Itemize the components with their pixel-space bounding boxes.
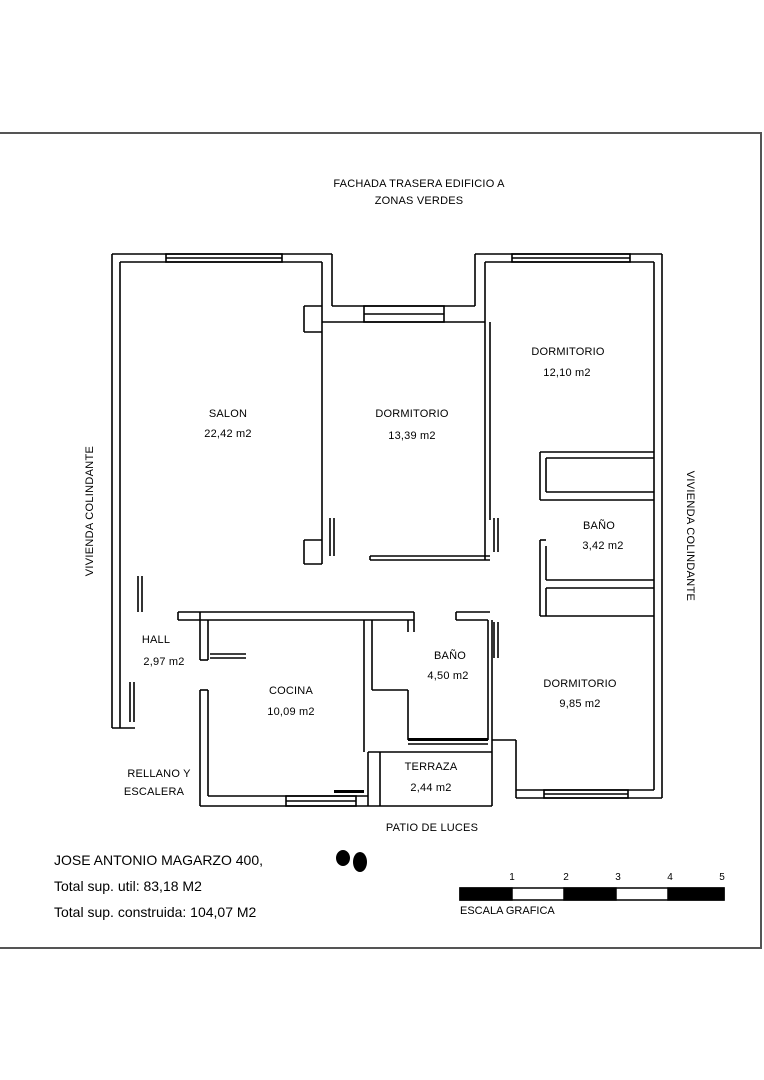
scale-tick-2: 2: [563, 872, 569, 883]
room-dormitorio-abajo-area: 9,85 m2: [559, 698, 601, 710]
owner-text: JOSE ANTONIO MAGARZO 400,: [54, 852, 264, 868]
scale-tick-1: 1: [509, 872, 515, 883]
room-cocina-name: COCINA: [269, 685, 313, 697]
room-dormitorio-centro-name: DORMITORIO: [375, 408, 449, 420]
built-area-text: Total sup. construida: 104,07 M2: [54, 904, 257, 920]
room-bano-derecha-area: 3,42 m2: [582, 540, 624, 552]
signature-mark: [336, 850, 367, 872]
drawing-frame: [0, 132, 762, 949]
room-terraza-name: TERRAZA: [404, 761, 458, 773]
room-cocina-area: 10,09 m2: [267, 706, 315, 718]
room-bano-centro-name: BAÑO: [434, 650, 466, 662]
landing-label-2: ESCALERA: [123, 786, 185, 798]
header-line-2: ZONAS VERDES: [374, 195, 464, 207]
scale-tick-3: 3: [615, 872, 621, 883]
room-bano-centro-area: 4,50 m2: [427, 670, 469, 682]
room-hall-area: 2,97 m2: [143, 656, 185, 668]
room-salon-name: SALON: [208, 408, 248, 420]
left-side-label: VIVIENDA COLINDANTE: [84, 445, 96, 577]
util-area-text: Total sup. util: 83,18 M2: [54, 878, 202, 894]
patio-label: PATIO DE LUCES: [385, 822, 479, 834]
scale-label: ESCALA GRAFICA: [460, 905, 555, 917]
room-dormitorio-centro-area: 13,39 m2: [388, 430, 436, 442]
room-dormitorio-derecha-name: DORMITORIO: [531, 346, 605, 358]
room-bano-derecha-name: BAÑO: [583, 520, 615, 532]
room-salon-area: 22,42 m2: [204, 428, 252, 440]
room-terraza-area: 2,44 m2: [410, 782, 452, 794]
landing-label-1: RELLANO Y: [127, 768, 191, 780]
scale-tick-5: 5: [719, 872, 725, 883]
right-side-label: VIVIENDA COLINDANTE: [684, 470, 696, 602]
header-line-1: FACHADA TRASERA EDIFICIO A: [333, 178, 505, 190]
scale-tick-4: 4: [667, 872, 673, 883]
room-dormitorio-derecha-area: 12,10 m2: [543, 367, 591, 379]
room-hall-name: HALL: [141, 634, 171, 646]
scale-bar: [459, 887, 725, 901]
room-dormitorio-abajo-name: DORMITORIO: [543, 678, 617, 690]
